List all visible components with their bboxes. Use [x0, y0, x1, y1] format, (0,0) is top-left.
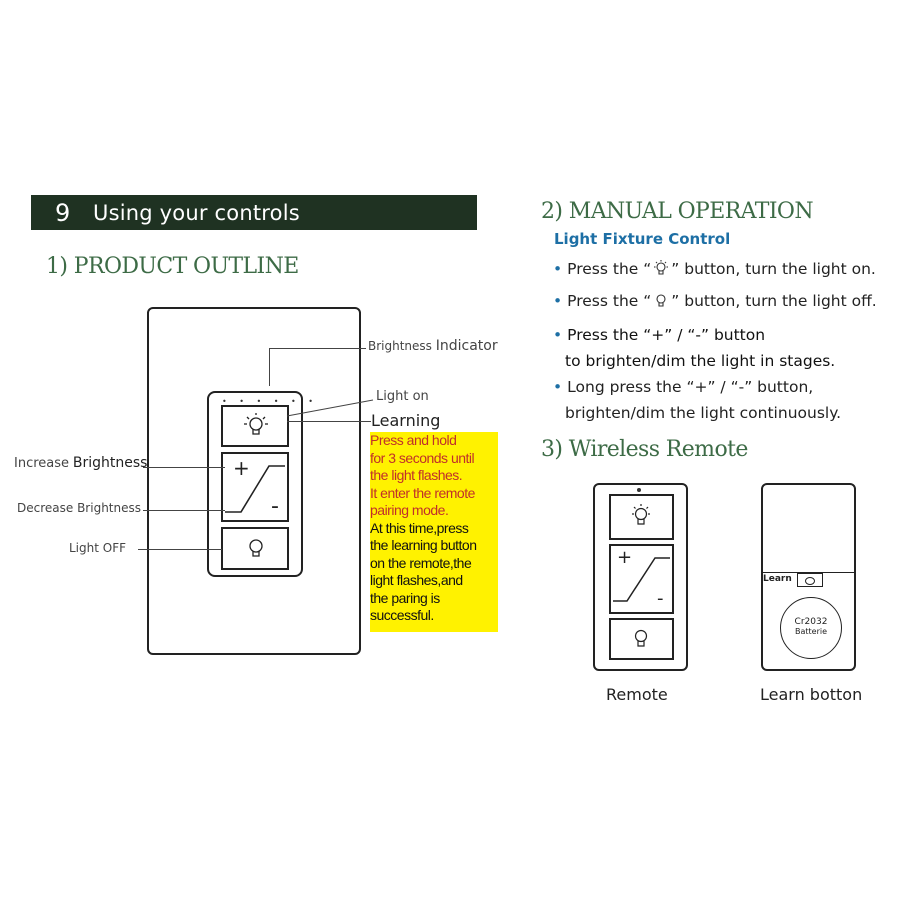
battery-model: Cr2032 [794, 617, 828, 627]
switch-body [207, 391, 303, 577]
light-on-label: Light on [376, 389, 429, 404]
brightness-word-2: Brightness [72, 455, 148, 471]
increase-leader [143, 467, 225, 468]
light-off-leader [138, 549, 222, 550]
bullet-light-on: •Press the “ ” button, turn the light on. [553, 259, 876, 278]
bullet-stages: •Press the “+” / “-” button [553, 326, 765, 344]
remote-device: + - [593, 483, 688, 671]
light-off-icon [634, 629, 648, 647]
bullet-text: ” button, turn the light off. [671, 292, 877, 310]
brightness-word: Brightness [368, 339, 432, 353]
learn-button-dot [805, 577, 815, 585]
bullet-text: Long press the “+” / “-” button, [567, 378, 814, 396]
bullet-dot: • [553, 260, 563, 278]
bullet-continuous-line2: brighten/dim the light continuously. [565, 404, 842, 422]
bullet-dot: • [553, 326, 563, 344]
note-line: pairing mode. [370, 502, 449, 518]
remote-dimmer-rocker[interactable]: + - [609, 544, 674, 614]
remote-back: Learn Cr2032 Batterie [761, 483, 856, 671]
bullet-continuous: •Long press the “+” / “-” button, [553, 378, 813, 396]
outline-heading: 1) PRODUCT OUTLINE [46, 254, 299, 279]
bullet-text: Press the “ [567, 260, 652, 278]
manual-subheading: Light Fixture Control [554, 230, 731, 248]
section-number: 9 [55, 198, 71, 227]
learn-button[interactable] [797, 573, 823, 587]
wall-plate [147, 307, 361, 655]
brightness-indicator-label: Brightness Indicator [368, 338, 498, 354]
wireless-heading: 3) Wireless Remote [541, 437, 748, 462]
light-on-leader [286, 399, 374, 417]
battery-word: Batterie [794, 627, 828, 636]
indicator-leader [269, 348, 270, 386]
light-off-icon [249, 539, 263, 557]
brightness-indicator-dots: • • • • • • [222, 397, 319, 406]
note-line: the paring is [370, 589, 440, 606]
increase-brightness-label: Increase Brightness [14, 455, 147, 471]
light-on-icon [632, 504, 650, 525]
bullet-text: Press the “+” / “-” button [567, 326, 766, 344]
minus-symbol: - [657, 588, 664, 609]
note-line: It enter the remote [370, 484, 475, 501]
plus-symbol: + [617, 547, 633, 568]
bullet-text: Press the “ [567, 292, 652, 310]
remote-caption: Remote [606, 685, 668, 704]
rocker-slope-icon [225, 465, 285, 513]
note-line: for 3 seconds until [370, 449, 475, 466]
bullet-light-off: •Press the “ ” button, turn the light off… [553, 291, 877, 310]
note-line: the learning button [370, 537, 477, 553]
bullet-stages-line2: to brighten/dim the light in stages. [565, 352, 836, 370]
battery-cover-line [761, 572, 856, 573]
light-off-button[interactable] [221, 527, 289, 570]
indicator-leader-h [269, 348, 366, 349]
note-line: the light flashes. [370, 467, 463, 483]
light-off-icon [656, 294, 666, 307]
minus-symbol: - [271, 494, 279, 519]
bullet-text: ” button, turn the light on. [671, 260, 876, 278]
remote-light-on-button[interactable] [609, 494, 674, 540]
light-on-icon [654, 260, 669, 275]
note-line: Press and hold [370, 432, 457, 448]
learning-leader [287, 421, 371, 422]
manual-heading: 2) MANUAL OPERATION [541, 199, 814, 224]
remote-led [637, 488, 641, 492]
light-on-icon [244, 413, 268, 435]
learning-label: Learning [371, 411, 441, 430]
section-banner: 9 Using your controls [31, 195, 477, 230]
indicator-word: Indicator [435, 338, 498, 354]
note-line: successful. [370, 607, 434, 623]
remote-light-off-button[interactable] [609, 618, 674, 660]
learn-label: Learn [763, 574, 792, 584]
section-title: Using your controls [93, 200, 300, 225]
note-line: on the remote,the [370, 554, 472, 571]
plus-symbol: + [233, 456, 250, 480]
decrease-leader [143, 510, 225, 511]
note-line: At this time,press [370, 519, 469, 536]
battery-cell: Cr2032 Batterie [780, 597, 842, 659]
light-on-button[interactable] [221, 405, 289, 447]
pairing-note: Press and hold for 3 seconds until the l… [370, 432, 498, 632]
increase-word: Increase [14, 456, 70, 471]
rocker-slope-icon [613, 557, 670, 602]
light-off-label: Light OFF [69, 541, 127, 555]
learn-caption: Learn botton [760, 685, 863, 704]
dimmer-rocker[interactable]: + - [221, 452, 289, 522]
bullet-dot: • [553, 292, 563, 310]
decrease-brightness-label: Decrease Brightness [17, 501, 141, 515]
note-line: light flashes,and [370, 572, 463, 588]
bullet-dot: • [553, 378, 563, 396]
